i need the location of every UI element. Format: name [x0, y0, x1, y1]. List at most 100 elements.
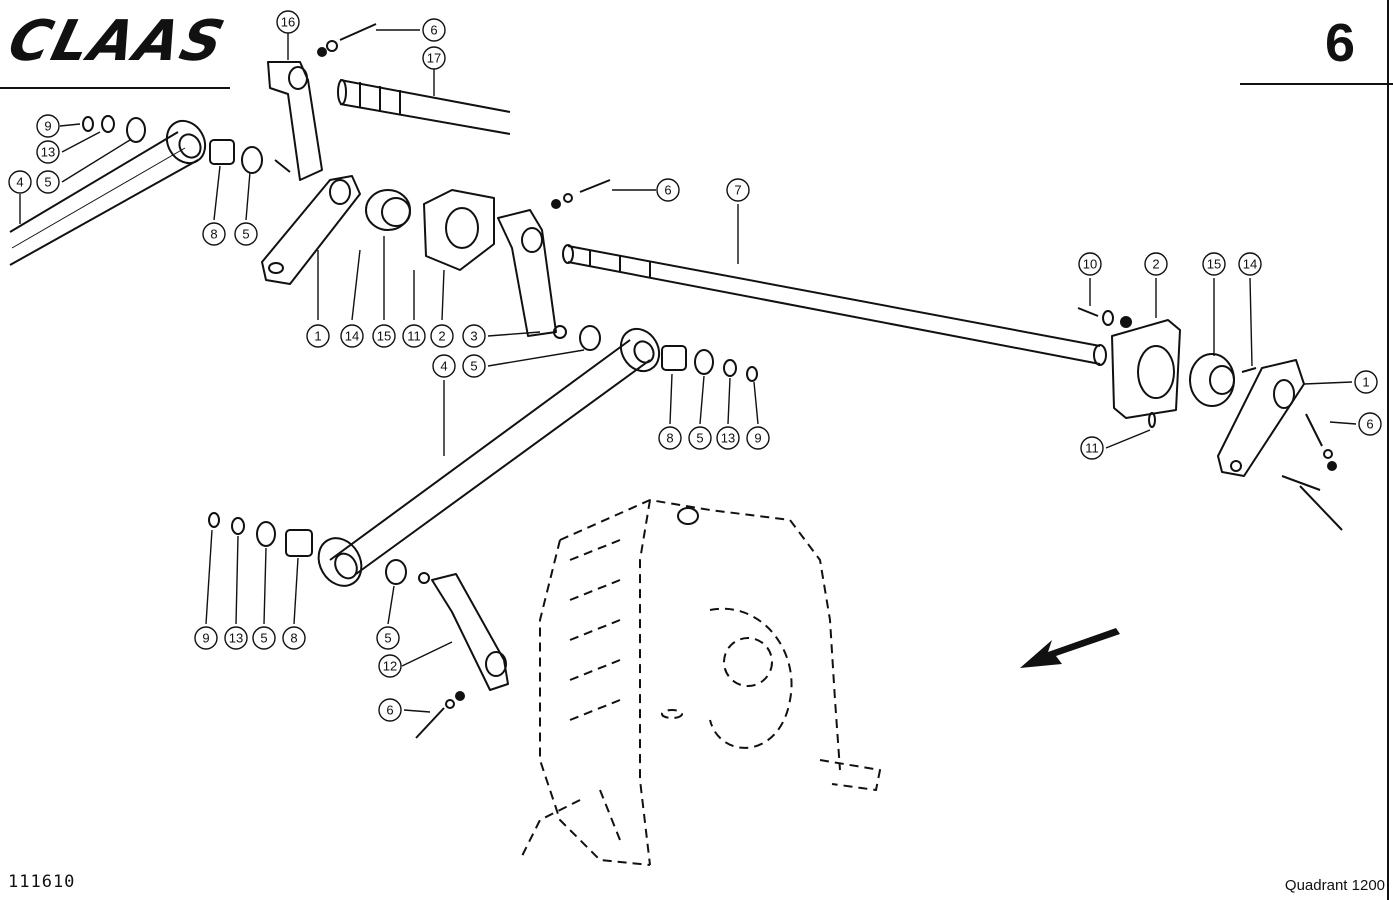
callout-label: 5 [470, 359, 477, 374]
bearing-part-15-right [1189, 353, 1257, 407]
bolt-part-6-lower [415, 691, 465, 739]
callout-circle [656, 178, 680, 202]
callout-part-5: 5 [252, 626, 276, 650]
callout-label: 5 [242, 227, 249, 242]
callout-circle [378, 698, 402, 722]
bolt-part-6-middle [551, 179, 611, 209]
callout-label: 5 [260, 631, 267, 646]
callout-part-6: 6 [1358, 412, 1382, 436]
callout-label: 17 [427, 51, 441, 66]
callout-circle [1080, 436, 1104, 460]
callout-circle [372, 324, 396, 348]
model-name: Quadrant 1200 [1284, 877, 1385, 894]
callout-circle [658, 426, 682, 450]
callout-circle [378, 654, 402, 678]
callout-label: 14 [345, 329, 359, 344]
callout-circle [716, 426, 740, 450]
callout-part-5: 5 [688, 426, 712, 450]
callout-circle [36, 170, 60, 194]
callout-part-5: 5 [376, 626, 400, 650]
callout-part-5: 5 [234, 222, 258, 246]
flange-part-2-right [1111, 319, 1181, 428]
callout-part-2: 2 [430, 324, 454, 348]
callout-circle [1354, 370, 1378, 394]
callout-circle [1078, 252, 1102, 276]
callout-circle [224, 626, 248, 650]
ring-part-5-middle [579, 325, 601, 351]
gearbox-plug [677, 507, 699, 525]
callout-label: 2 [438, 329, 445, 344]
callout-circle [36, 114, 60, 138]
callout-circle [340, 324, 364, 348]
callout-circle [746, 426, 770, 450]
callout-label: 1 [314, 329, 321, 344]
rings-lower-left [208, 512, 407, 585]
callout-label: 4 [16, 175, 23, 190]
callout-circle [432, 354, 456, 378]
callout-part-1: 1 [306, 324, 330, 348]
callout-part-9: 9 [746, 426, 770, 450]
shaft-part-7 [562, 244, 1107, 366]
callout-part-9: 9 [36, 114, 60, 138]
bearing-part-15-left [365, 189, 411, 231]
callout-label: 9 [754, 431, 761, 446]
callout-circle [422, 18, 446, 42]
callout-part-11: 11 [402, 324, 426, 348]
callout-part-6: 6 [656, 178, 680, 202]
callout-part-4: 4 [8, 170, 32, 194]
rings-upper-left [82, 115, 263, 174]
callout-part-3: 3 [462, 324, 486, 348]
callout-circle [36, 140, 60, 164]
callout-part-7: 7 [726, 178, 750, 202]
callout-part-13: 13 [36, 140, 60, 164]
callout-label: 8 [210, 227, 217, 242]
flange-part-2-left [423, 189, 495, 271]
callout-label: 7 [734, 183, 741, 198]
callout-part-16: 16 [276, 10, 300, 34]
rings-middle [661, 345, 758, 382]
callout-part-14: 14 [1238, 252, 1262, 276]
callout-circle [1358, 412, 1382, 436]
callout-circle [688, 426, 712, 450]
callout-label: 11 [407, 329, 421, 344]
callout-circle [422, 46, 446, 70]
callout-part-2: 2 [1144, 252, 1168, 276]
arm-part-4-middle [317, 327, 661, 587]
callout-label: 13 [721, 431, 735, 446]
arm-part-4-upper [9, 119, 207, 266]
callout-circle [376, 626, 400, 650]
callout-part-5: 5 [462, 354, 486, 378]
callout-part-13: 13 [716, 426, 740, 450]
callout-label: 14 [1243, 257, 1257, 272]
callout-label: 5 [696, 431, 703, 446]
callout-circle [726, 178, 750, 202]
callout-label: 9 [202, 631, 209, 646]
callout-circle [430, 324, 454, 348]
callout-circle [462, 324, 486, 348]
lever-part-12 [418, 572, 509, 691]
lever-part-1-left [261, 175, 361, 285]
callout-part-15: 15 [372, 324, 396, 348]
callout-circle [276, 10, 300, 34]
callout-circle [194, 626, 218, 650]
callout-label: 6 [430, 23, 437, 38]
callout-label: 12 [383, 659, 397, 674]
callout-label: 5 [44, 175, 51, 190]
callout-label: 3 [470, 329, 477, 344]
callout-label: 10 [1083, 257, 1097, 272]
callout-part-6: 6 [378, 698, 402, 722]
callout-part-11: 11 [1080, 436, 1104, 460]
callout-part-6: 6 [422, 18, 446, 42]
callout-part-17: 17 [422, 46, 446, 70]
callout-part-15: 15 [1202, 252, 1226, 276]
callout-part-8: 8 [202, 222, 226, 246]
callout-part-9: 9 [194, 626, 218, 650]
lever-part-16 [267, 61, 323, 181]
callout-circle [252, 626, 276, 650]
lever-part-3 [497, 209, 567, 339]
callout-part-1: 1 [1354, 370, 1378, 394]
callout-part-14: 14 [340, 324, 364, 348]
